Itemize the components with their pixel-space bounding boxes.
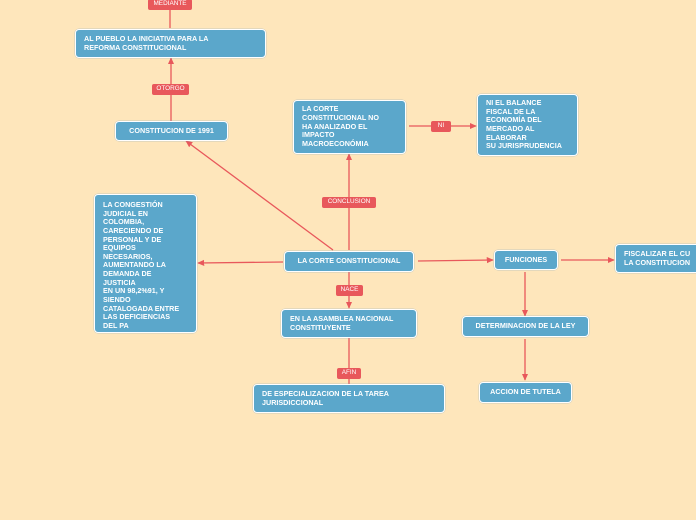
node-determinacion-ley[interactable]: DETERMINACION DE LA LEY — [462, 316, 589, 337]
node-pueblo[interactable]: AL PUEBLO LA INICIATIVA PARA LA REFORMA … — [75, 29, 266, 58]
tag-mediante: MEDIANTE — [148, 0, 192, 10]
node-congestion-judicial[interactable]: LA CONGESTIÓN JUDICIAL EN COLOMBIA, CARE… — [94, 194, 197, 333]
tag-ni: NI — [431, 121, 451, 132]
node-corte-no-ha-analizado[interactable]: LA CORTE CONSTITUCIONAL NO HA ANALIZADO … — [293, 100, 406, 154]
node-constitucion-1991[interactable]: CONSTITUCION DE 1991 — [115, 121, 228, 141]
node-fiscalizar[interactable]: FISCALIZAR EL CU LA CONSTITUCION — [615, 244, 696, 273]
node-especializacion[interactable]: DE ESPECIALIZACION DE LA TAREA JURISDICC… — [253, 384, 445, 413]
tag-otorgo: OTORGO — [152, 84, 189, 95]
node-funciones[interactable]: FUNCIONES — [494, 250, 558, 270]
node-accion-tutela[interactable]: ACCION DE TUTELA — [479, 382, 572, 403]
node-balance-fiscal[interactable]: NI EL BALANCE FISCAL DE LA ECONOMÍA DEL … — [477, 94, 578, 156]
tag-nace: NACE — [336, 285, 363, 296]
node-corte-constitucional[interactable]: LA CORTE CONSTITUCIONAL — [284, 251, 414, 272]
connector-main-congestion — [197, 259, 284, 267]
connector-main-constitucion — [185, 140, 334, 251]
node-asamblea-nacional[interactable]: EN LA ASAMBLEA NACIONAL CONSTITUYENTE — [281, 309, 417, 338]
connector-main-funciones — [417, 256, 494, 264]
tag-conclusion: CONCLUSION — [322, 197, 376, 208]
tag-afin: AFIN — [337, 368, 361, 379]
